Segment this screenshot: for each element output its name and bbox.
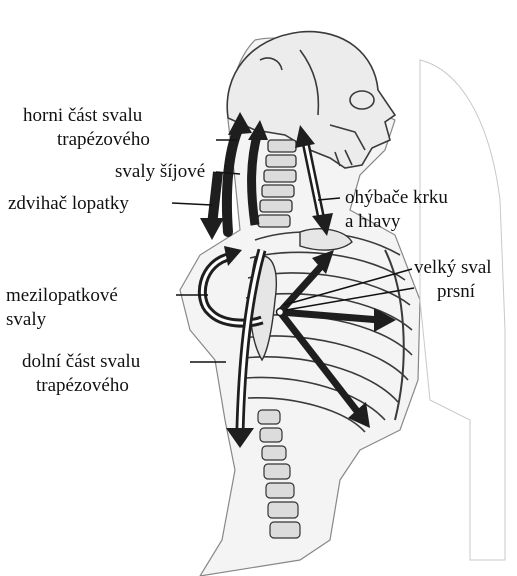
label-upper-trapezius: horni část svalu trapézového <box>23 104 150 152</box>
background-figure <box>420 60 505 560</box>
label-interscapular: mezilopatkové svaly <box>6 284 118 332</box>
label-neck-muscles-text: svaly šíjové <box>115 160 205 184</box>
label-neck-muscles: svaly šíjové <box>115 160 205 184</box>
label-levator-scapulae: zdvihač lopatky <box>8 192 129 216</box>
label-interscapular-line2: svaly <box>6 308 118 332</box>
pectoralis-origin-point <box>277 309 284 316</box>
label-pectoralis-major: velký sval prsní <box>414 256 492 304</box>
label-pectoralis-major-line1: velký sval <box>414 256 492 280</box>
label-upper-trapezius-line2: trapézového <box>23 128 150 152</box>
levator-scapulae-arrowhead <box>200 218 224 240</box>
label-interscapular-line1: mezilopatkové <box>6 284 118 308</box>
label-upper-trapezius-line1: horni část svalu <box>23 104 150 128</box>
label-neck-flexors: ohýbače krku a hlavy <box>345 186 448 234</box>
label-neck-flexors-line1: ohýbače krku <box>345 186 448 210</box>
label-lower-trapezius-line1: dolní část svalu <box>22 350 140 374</box>
label-levator-scapulae-text: zdvihač lopatky <box>8 192 129 216</box>
label-pectoralis-major-line2: prsní <box>414 280 492 304</box>
levator-scapulae-arrow <box>212 172 218 225</box>
label-neck-flexors-line2: a hlavy <box>345 210 448 234</box>
label-lower-trapezius: dolní část svalu trapézového <box>22 350 140 398</box>
label-lower-trapezius-line2: trapézového <box>22 374 140 398</box>
